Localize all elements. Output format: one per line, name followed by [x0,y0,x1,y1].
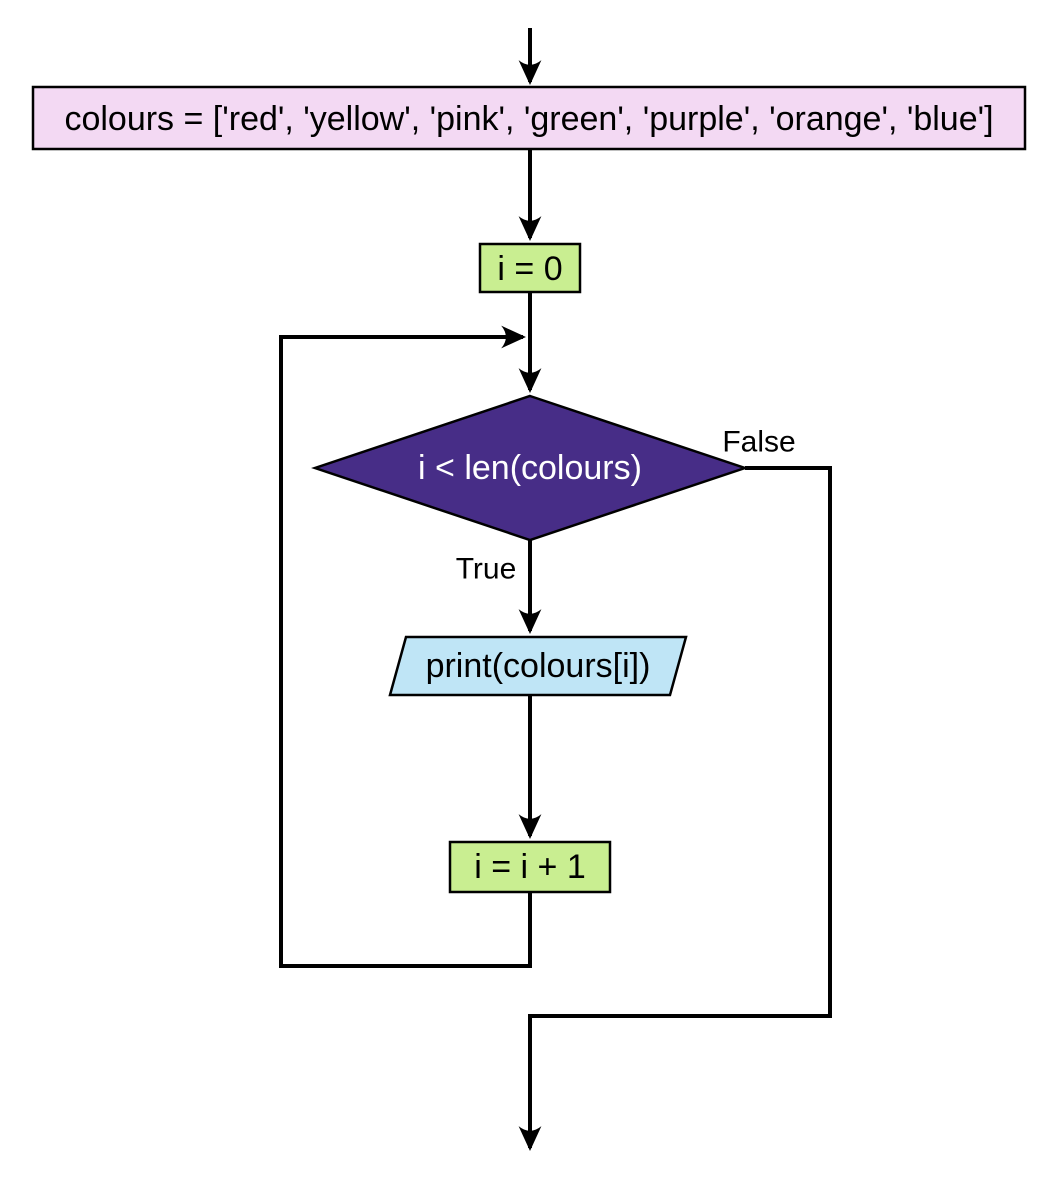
true-branch-label: True [456,553,517,586]
node-increment-counter [448,840,612,894]
loop-condition-label: i < len(colours) [418,449,642,487]
false-branch-label: False [722,426,795,459]
node-init-counter [478,242,582,294]
edge-false-exit [518,466,832,1151]
node-print-statement [388,635,688,697]
node-list-assignment [31,85,1027,151]
node-loop-condition [311,394,749,542]
edge-loopback [279,325,532,968]
list-assignment-label: colours = ['red', 'yellow', 'pink', 'gre… [64,100,993,138]
init-counter-label: i = 0 [497,250,562,288]
increment-counter-label: i = i + 1 [474,848,586,886]
print-statement-label: print(colours[i]) [426,647,651,685]
